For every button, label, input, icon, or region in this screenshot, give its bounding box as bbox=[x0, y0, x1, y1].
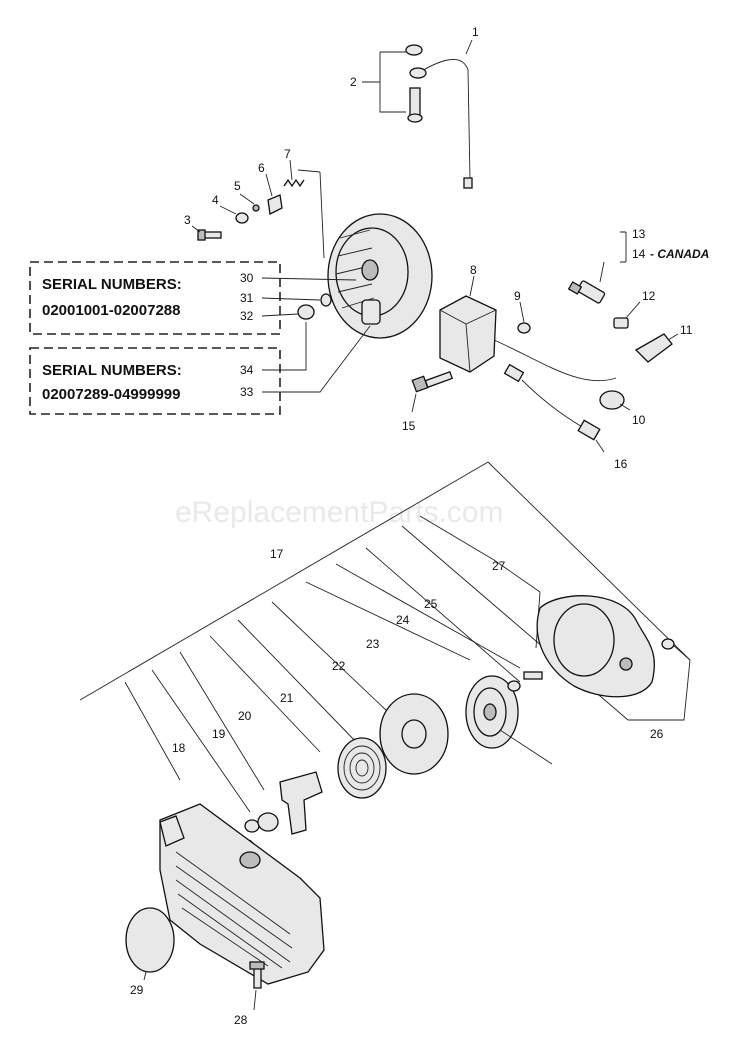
part-11-plug-boot bbox=[634, 333, 673, 363]
part-10-grommet bbox=[599, 390, 625, 410]
callout-10: 10 bbox=[632, 413, 646, 427]
part-7-spring bbox=[283, 178, 305, 188]
serial-box-2-range: 02007289-04999999 bbox=[42, 386, 180, 403]
serial-box-1-label: SERIAL NUMBERS: bbox=[42, 276, 182, 293]
starter-housing bbox=[159, 803, 325, 985]
callout-8: 8 bbox=[470, 263, 477, 277]
part-8-ignition-coil bbox=[439, 295, 617, 382]
part-28-screw bbox=[249, 961, 265, 989]
callout-31: 31 bbox=[240, 291, 254, 305]
callout-20: 20 bbox=[238, 709, 252, 723]
callout-15: 15 bbox=[402, 419, 416, 433]
callout-19: 19 bbox=[212, 727, 226, 741]
part-13-spark-plug bbox=[567, 280, 606, 304]
callout-23: 23 bbox=[366, 637, 380, 651]
callout-27: 27 bbox=[492, 559, 506, 573]
callout-22: 22 bbox=[332, 659, 346, 673]
callout-9: 9 bbox=[514, 289, 521, 303]
callout-26: 26 bbox=[650, 727, 664, 741]
part-3-screw bbox=[197, 229, 222, 241]
serial-box-1 bbox=[29, 261, 281, 335]
callout-4: 4 bbox=[212, 193, 219, 207]
callout-11: 11 bbox=[680, 323, 693, 337]
part-21-recoil-spring bbox=[337, 737, 387, 799]
part-18-guide bbox=[257, 812, 279, 832]
part-19-grommet bbox=[244, 819, 260, 833]
callout-6: 6 bbox=[258, 161, 265, 175]
callout-5: 5 bbox=[234, 179, 241, 193]
part-9-washer bbox=[517, 322, 531, 334]
serial-box-1-range: 02001001-02007288 bbox=[42, 302, 180, 319]
part-6-pawl bbox=[267, 194, 283, 215]
callout-12: 12 bbox=[642, 289, 656, 303]
part-22-ratchet bbox=[379, 693, 449, 775]
callout-30: 30 bbox=[240, 271, 254, 285]
part-12-spring bbox=[613, 317, 629, 329]
serial-box-2-label: SERIAL NUMBERS: bbox=[42, 362, 182, 379]
callout-14: 14 bbox=[632, 247, 646, 261]
callout-33: 33 bbox=[240, 385, 254, 399]
part-1-ground-wire bbox=[409, 59, 473, 189]
part-2-terminal-set bbox=[405, 44, 423, 123]
callout-16: 16 bbox=[614, 457, 628, 471]
part-15-screw bbox=[411, 370, 454, 393]
part-24-pulley bbox=[465, 675, 553, 765]
part-32-nut bbox=[297, 304, 315, 320]
callout-17: 17 bbox=[270, 547, 284, 561]
part-16-stop-wire bbox=[503, 363, 601, 441]
callout-25: 25 bbox=[424, 597, 438, 611]
part-4-washer bbox=[235, 212, 249, 224]
part-27-gasket bbox=[536, 595, 656, 698]
part-23-washer bbox=[507, 680, 521, 692]
callout-32: 32 bbox=[240, 309, 254, 323]
callout-3: 3 bbox=[184, 213, 191, 227]
part-26-screw bbox=[661, 638, 675, 650]
serial-box-2 bbox=[29, 347, 281, 415]
flywheel bbox=[327, 213, 433, 339]
callout-13: 13 bbox=[632, 227, 646, 241]
callout-7: 7 bbox=[284, 147, 291, 161]
callout-21: 21 bbox=[280, 691, 294, 705]
callout-1: 1 bbox=[472, 25, 479, 39]
callout-34: 34 bbox=[240, 363, 254, 377]
leader-fan bbox=[79, 461, 691, 813]
part-31-washer bbox=[320, 293, 332, 307]
callout-24: 24 bbox=[396, 613, 410, 627]
part-20-handle bbox=[279, 771, 323, 835]
part-5-pin bbox=[252, 204, 260, 212]
callout-2: 2 bbox=[350, 75, 357, 89]
callout-18: 18 bbox=[172, 741, 186, 755]
callout-28: 28 bbox=[234, 1013, 248, 1027]
watermark: eReplacementParts.com bbox=[175, 496, 503, 529]
canada-note: - CANADA bbox=[650, 247, 709, 261]
callout-29: 29 bbox=[130, 983, 144, 997]
part-29-decal bbox=[125, 907, 175, 973]
part-25-screw bbox=[523, 671, 543, 680]
